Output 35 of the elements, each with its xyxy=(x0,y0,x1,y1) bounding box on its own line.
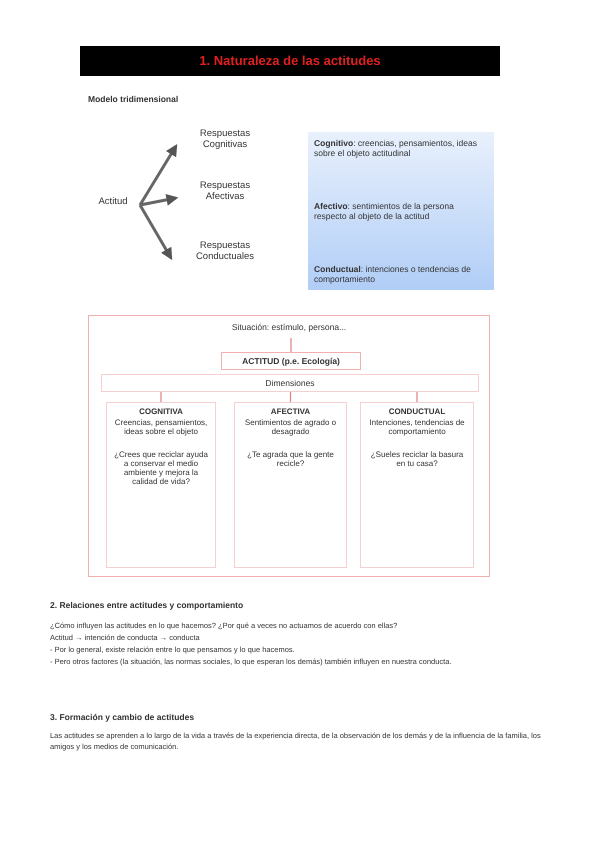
dimension-title: CONDUCTUAL xyxy=(388,407,446,416)
dimension-description: Sentimientos de agrado o desagrado xyxy=(244,418,338,436)
dimension-box xyxy=(360,402,474,568)
definition-text: Cognitivo: creencias, pensamientos, ideas sobre el objeto actitudinal xyxy=(314,138,478,158)
arrow xyxy=(138,144,178,206)
definition-text: Afectivo: sentimientos de la persona respecto al objeto de la actitud xyxy=(314,201,455,221)
definition-panel xyxy=(308,132,494,290)
dimensions-band: Dimensiones xyxy=(101,374,479,392)
example-question: ¿Crees que reciclar ayuda a conservar el medio ambiente y mejora la calidad de vida? xyxy=(113,450,209,486)
connector-line xyxy=(416,392,418,402)
connector-line xyxy=(160,392,162,402)
section-heading: 2. Relaciones entre actitudes y comportamiento xyxy=(50,600,244,611)
section-heading: 3. Formación y cambio de actitudes xyxy=(50,712,196,723)
title-banner: 1. Naturaleza de las actitudes xyxy=(80,46,500,76)
response-label: Respuestas Conductuales xyxy=(175,240,275,276)
response-label: Respuestas Cognitivas xyxy=(180,128,270,164)
concept-label: Actitud xyxy=(88,196,138,214)
section-heading: Modelo tridimensional xyxy=(88,94,180,105)
arrow xyxy=(140,194,178,206)
attitude-box: ACTITUD (p.e. Ecología) xyxy=(221,352,361,370)
dimension-box xyxy=(106,402,216,568)
response-label: Respuestas Afectivas xyxy=(180,180,270,216)
connector-line xyxy=(290,392,292,402)
definition-text: Conductual: intenciones o tendencias de comportamiento xyxy=(314,264,472,284)
dimension-title: AFECTIVA xyxy=(270,407,312,416)
dimension-box xyxy=(234,402,347,568)
dimension-title: COGNITIVA xyxy=(138,407,184,416)
situation-label: Situación: estímulo, persona... xyxy=(199,322,379,338)
example-question: ¿Te agrada que la gente recicle? xyxy=(246,450,335,468)
arrow xyxy=(138,204,172,260)
example-question: ¿Sueles reciclar la basura en tu casa? xyxy=(370,450,464,468)
connector-line xyxy=(290,338,292,352)
dimension-description: Intenciones, tendencias de comportamiento xyxy=(368,418,466,436)
dimension-description: Creencias, pensamientos, ideas sobre el objeto xyxy=(114,418,208,436)
group-frame xyxy=(88,315,490,577)
